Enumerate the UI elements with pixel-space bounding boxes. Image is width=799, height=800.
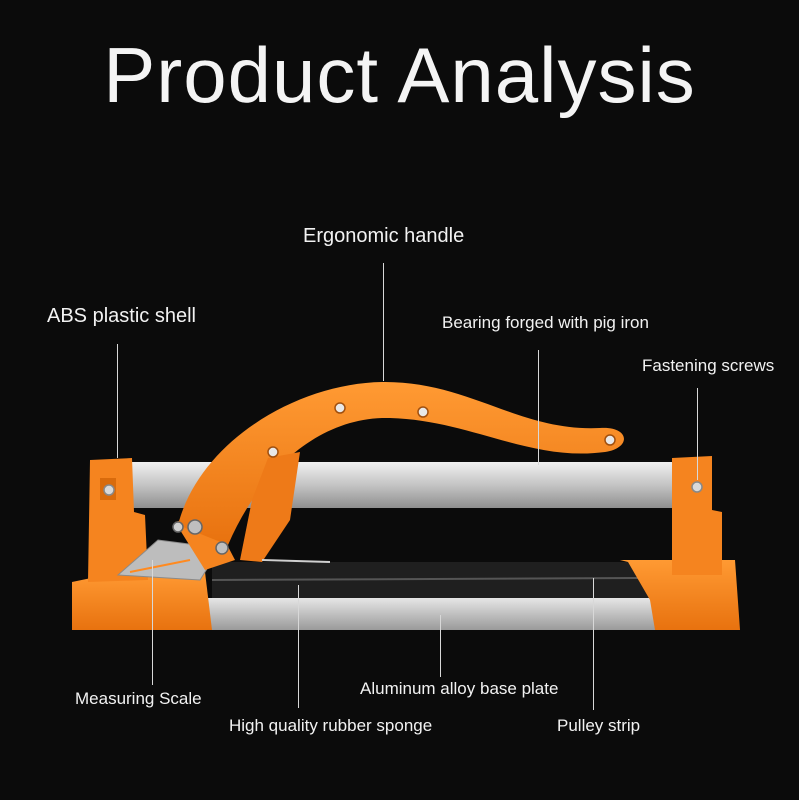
leader-aluminum-base xyxy=(440,615,441,677)
rubber-sponge-bed xyxy=(212,562,650,600)
label-pulley-strip: Pulley strip xyxy=(557,716,641,735)
fastening-screw-icon xyxy=(691,481,703,493)
label-measuring-scale: Measuring Scale xyxy=(75,689,202,708)
label-rubber-sponge: High quality rubber sponge xyxy=(229,716,433,735)
leader-abs-shell xyxy=(117,344,118,458)
leader-pulley-strip xyxy=(593,578,594,710)
right-end-block xyxy=(620,560,740,630)
handle-lever xyxy=(240,452,300,562)
label-fastening-screws: Fastening screws xyxy=(642,356,775,375)
right-abs-shell xyxy=(672,456,722,575)
ergonomic-handle xyxy=(178,382,624,545)
leader-measuring-scale xyxy=(152,560,153,685)
leader-fastening-screws xyxy=(697,388,698,480)
left-screw-icon xyxy=(103,484,115,496)
label-ergonomic-handle: Ergonomic handle xyxy=(303,225,465,247)
label-aluminum-base: Aluminum alloy base plate xyxy=(360,679,559,698)
page-title: Product Analysis xyxy=(103,31,696,119)
label-abs-shell: ABS plastic shell xyxy=(47,305,196,327)
leader-bearing xyxy=(538,350,539,465)
left-end-block xyxy=(72,572,212,630)
label-bearing: Bearing forged with pig iron xyxy=(442,313,649,332)
aluminum-base-plate xyxy=(205,598,655,630)
leader-ergonomic-handle xyxy=(383,263,384,381)
leader-rubber-sponge xyxy=(298,585,299,708)
pivot-bolt-icon xyxy=(187,519,203,535)
